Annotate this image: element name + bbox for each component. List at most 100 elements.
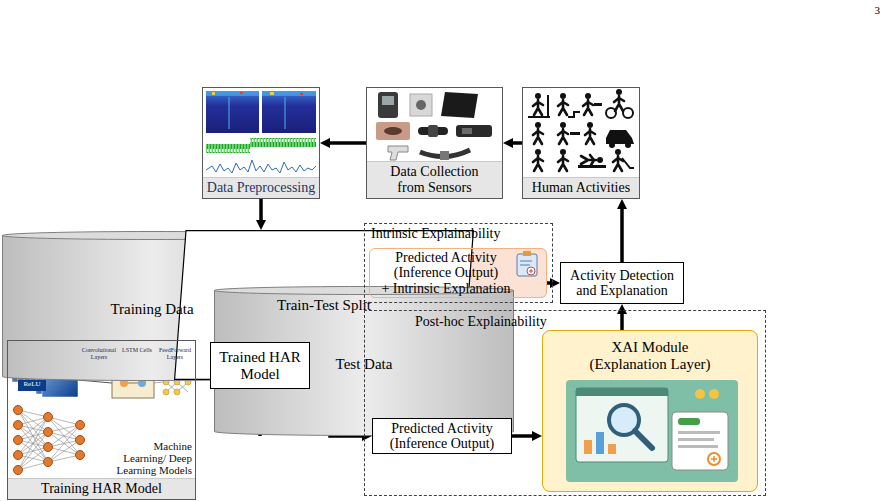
activation-label: ReLU <box>20 381 44 389</box>
model-illustration <box>76 451 85 460</box>
sensor-illustration <box>376 92 492 160</box>
xai-illustration <box>566 380 738 482</box>
model-illustration <box>44 413 53 422</box>
activity-icons <box>533 93 543 115</box>
flow-arrow <box>512 434 532 438</box>
intrinsic-box-fill <box>520 261 532 265</box>
preprocessing-illustration <box>284 97 286 129</box>
preprocessing-illustration <box>206 144 250 153</box>
xai-illustration <box>678 418 700 425</box>
intrinsic-box-fill <box>517 254 537 276</box>
process-box: Predicted Activity (Inference Output) <box>372 418 512 454</box>
xai-illustration <box>608 444 616 454</box>
sensor-illustration <box>376 122 410 140</box>
xai-illustration <box>584 440 592 454</box>
xai-illustration <box>708 453 720 465</box>
sensor-illustration <box>410 94 432 116</box>
model-illustration <box>76 421 85 430</box>
xai-illustration <box>596 432 604 454</box>
box-label: Data Preprocessing <box>203 177 319 198</box>
activity-icons <box>594 103 602 106</box>
activity-icons <box>613 149 623 171</box>
activity-icons <box>585 122 595 144</box>
activity-icons <box>623 108 633 118</box>
xai-illustration <box>711 456 717 462</box>
process-box: Data Preprocessing <box>202 87 320 199</box>
preprocessing-illustration <box>206 91 259 96</box>
activity-icons <box>581 155 603 165</box>
dashed-region: Post-hoc ExplainabilityPredicted Activit… <box>364 310 766 496</box>
activity-icons <box>558 93 568 115</box>
process-box: Activity Detection and Explanation <box>560 262 684 304</box>
xai-illustration <box>678 431 720 434</box>
preprocessing-illustration <box>212 92 215 95</box>
sensor-illustration <box>441 92 478 118</box>
box-label: Training HAR Model <box>8 478 195 499</box>
activity-icons <box>606 130 634 144</box>
model-illustration <box>14 406 23 415</box>
box-label: Trained HAR Model <box>215 349 305 382</box>
sensor-illustration <box>462 128 472 134</box>
model-illustration <box>14 421 23 430</box>
model-illustration <box>44 458 53 467</box>
module-box: XAI Module (Explanation Layer) <box>542 330 758 492</box>
preprocessing-illustration <box>270 92 274 95</box>
xai-illustration <box>576 388 668 396</box>
box-label: Train-Test Split <box>277 297 371 314</box>
preprocessing-illustration <box>262 91 316 96</box>
xai-illustration <box>576 388 668 462</box>
activity-icons <box>570 132 580 135</box>
xai-illustration <box>678 445 718 448</box>
xai-illustration <box>542 330 758 492</box>
box-label: + Intrinsic Explanation <box>381 281 510 296</box>
box-label: XAI Module (Explanation Layer) <box>580 339 720 372</box>
process-box: Human Activities <box>522 87 640 199</box>
region-heading: Intrinsic Explainability <box>371 226 500 242</box>
activity-icons <box>528 89 634 171</box>
process-box: Data Collection from Sensors <box>366 87 503 199</box>
sensor-illustration <box>416 100 426 110</box>
activity-icons <box>625 142 631 148</box>
sensor-illustration <box>382 96 394 105</box>
model-illustration <box>14 451 23 460</box>
xai-illustration <box>695 389 705 399</box>
box-label: Activity Detection and Explanation <box>565 268 679 299</box>
sensor-illustration <box>440 151 449 160</box>
layer-label: LSTM Cells <box>122 347 152 354</box>
model-illustration <box>14 436 23 445</box>
layer-label: FeedForward Layers <box>156 347 194 360</box>
intrinsic-box-fill <box>527 267 535 275</box>
flow-arrow <box>330 141 366 145</box>
sensor-illustration <box>378 92 398 118</box>
activity-icons <box>528 95 550 117</box>
model-illustration <box>14 466 23 475</box>
activity-icons <box>533 122 543 144</box>
layer-label: Convolutional Layers <box>80 347 118 360</box>
process-box: Trained HAR Model <box>210 342 310 389</box>
flow-arrow <box>513 141 522 145</box>
sensor-illustration <box>428 125 438 137</box>
flow-arrow <box>547 281 550 285</box>
output-box: Predicted Activity (Inference Output)+ I… <box>369 248 547 298</box>
model-illustration <box>174 389 180 395</box>
sensor-illustration <box>384 127 402 135</box>
box-label: Predicted Activity (Inference Output) <box>376 250 516 281</box>
box-label: Predicted Activity (Inference Output) <box>377 421 507 452</box>
dashed-region: Intrinsic ExplainabilityPredicted Activi… <box>364 223 553 303</box>
activity-icons <box>583 93 593 115</box>
preprocessing-illustration <box>262 91 316 133</box>
preprocessing-illustration <box>250 138 316 147</box>
model-illustration <box>163 389 169 395</box>
xai-illustration <box>678 438 714 441</box>
activity-icons <box>606 108 616 118</box>
preprocessing-illustration <box>300 93 303 95</box>
preprocessing-illustration <box>206 91 259 133</box>
xai-illustration <box>672 412 728 470</box>
activity-icons <box>614 89 624 111</box>
activity-icons <box>533 149 543 171</box>
box-label: Training Data <box>110 301 193 318</box>
box-label: Data Collection from Sensors <box>367 161 502 198</box>
intrinsic-box-fill <box>529 269 533 273</box>
model-illustration <box>18 380 46 391</box>
intrinsic-box-fill <box>369 248 547 298</box>
